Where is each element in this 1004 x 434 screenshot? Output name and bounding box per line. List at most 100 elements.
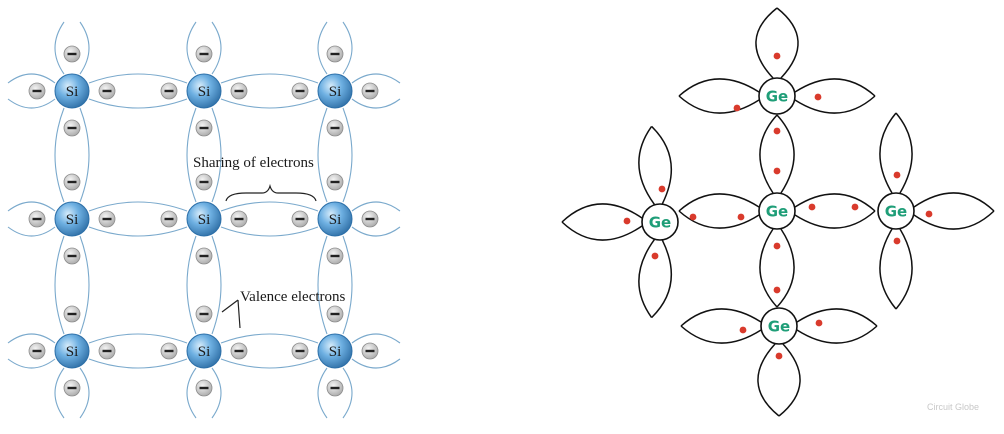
ge-electron-dot [814,93,822,101]
ge-bond-lobe [796,325,878,344]
ge-bond-lobe [879,112,897,194]
ge-electron-dot [689,213,697,221]
si-bond-line [351,333,401,344]
ge-bond-lobe [561,221,643,241]
ge-bond-lobe [895,228,913,310]
si-bond-line [220,73,319,84]
ge-bond-lobe [794,78,876,97]
si-valence-electron [230,82,248,100]
silicon-bond-lines [7,21,401,419]
ge-atom: Ge [760,307,798,345]
si-valence-electron [230,210,248,228]
ge-electron-dot [733,104,741,112]
si-bond-line [342,107,353,203]
si-valence-electron [63,45,81,63]
si-valence-electron [291,82,309,100]
si-valence-electron [291,342,309,360]
si-bond-line [211,235,222,335]
si-valence-electron [326,379,344,397]
si-bond-line [7,333,56,344]
si-valence-electron [326,173,344,191]
ge-electron-dot [815,319,823,327]
si-bond-line [220,358,319,369]
silicon-electrons [28,45,379,397]
si-atom-symbol: Si [329,344,342,360]
si-bond-line [351,73,401,84]
si-valence-electron [326,45,344,63]
si-valence-electron [63,247,81,265]
si-atom: Si [317,73,353,109]
si-valence-electron [195,379,213,397]
si-valence-electron [195,45,213,63]
ge-bond-lobe [561,203,643,223]
si-bond-line [7,226,56,237]
ge-bond-lobe [794,193,876,212]
ge-electron-dot [851,203,859,211]
ge-electron-dot [623,217,631,225]
ge-bond-lobe [759,114,778,194]
si-bond-line [88,73,188,84]
si-atom: Si [186,201,222,237]
si-bond-line [54,107,65,203]
si-valence-electron [160,82,178,100]
si-bond-line [342,21,353,75]
ge-bond-lobe [651,239,673,319]
si-bond-line [54,367,65,419]
si-valence-electron [326,305,344,323]
si-bond-line [7,73,56,84]
ge-bond-lobe [796,308,878,327]
si-atom: Si [54,333,90,369]
ge-bond-lobe [794,95,876,114]
si-atom-symbol: Si [329,212,342,228]
ge-atom: Ge [877,192,915,230]
ge-atom-symbol: Ge [649,214,672,232]
si-bond-line [220,226,319,237]
ge-bond-lobe [757,343,780,417]
si-bond-line [351,226,401,237]
ge-bond-lobe [794,210,876,229]
ge-atom-symbol: Ge [766,88,789,106]
si-valence-electron [160,210,178,228]
ge-bond-lobe [778,343,801,417]
si-atom: Si [317,201,353,237]
ge-electron-dot [773,127,781,135]
ge-electron-dot [651,252,659,260]
ge-electron-dot [893,171,901,179]
si-atom-symbol: Si [198,84,211,100]
si-atom-symbol: Si [198,212,211,228]
si-bond-line [342,367,353,419]
si-atom-symbol: Si [66,212,79,228]
ge-bond-lobe [776,228,795,308]
si-bond-line [7,201,56,212]
si-atom-symbol: Si [329,84,342,100]
ge-bond-lobe [759,228,778,308]
si-bond-line [220,201,319,212]
si-bond-line [79,367,90,419]
si-bond-line [317,235,328,335]
si-bond-line [79,235,90,335]
valence-pointer [221,299,241,329]
si-valence-electron [160,342,178,360]
ge-atom: Ge [758,192,796,230]
ge-bond-lobe [680,325,762,344]
si-bond-line [88,358,188,369]
ge-bond-lobe [776,114,795,194]
si-atom: Si [317,333,353,369]
ge-bond-lobe [895,112,913,194]
si-valence-electron [98,210,116,228]
ge-electron-dot [773,52,781,60]
si-bond-line [211,21,222,75]
si-bond-line [88,201,188,212]
si-valence-electron [98,82,116,100]
si-bond-line [211,107,222,203]
ge-atom-symbol: Ge [766,203,789,221]
ge-atom: Ge [758,77,796,115]
si-atom-symbol: Si [66,344,79,360]
ge-bond-lobe [680,308,762,327]
si-valence-electron [195,173,213,191]
ge-bond-lobe [638,125,656,205]
ge-bond-lobe [678,210,760,229]
